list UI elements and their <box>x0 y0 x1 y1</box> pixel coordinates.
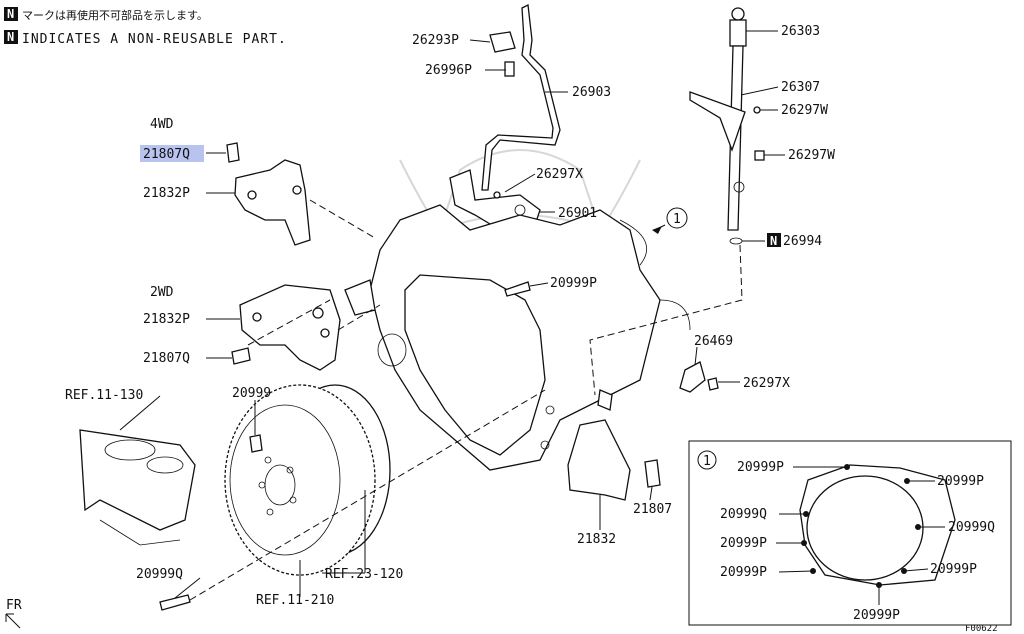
fr-arrow-icon <box>5 613 21 629</box>
front-direction-indicator: FR <box>5 598 22 629</box>
detail-label-l3[interactable]: 20999P <box>720 565 767 580</box>
detail-label-l1[interactable]: 20999Q <box>720 507 767 522</box>
detail-frame <box>688 440 1012 626</box>
part-label-26996P[interactable]: 26996P <box>425 63 472 78</box>
group-label-2wd: 2WD <box>150 285 174 300</box>
part-label-26297X-a[interactable]: 26297X <box>536 167 583 182</box>
callout-number: 1 <box>673 212 681 227</box>
highlight-marker <box>140 145 204 162</box>
part-label-26297W-b[interactable]: 26297W <box>788 148 835 163</box>
part-label-21807[interactable]: 21807 <box>633 502 672 517</box>
bracket-26469 <box>679 361 719 393</box>
part-label-26901[interactable]: 26901 <box>558 206 597 221</box>
transmission-case <box>344 204 691 471</box>
figure-code: F00622 <box>965 624 998 634</box>
legend-japanese: マークは再使用不可部品を示します。 <box>22 8 208 22</box>
badge-letter: N <box>7 7 14 21</box>
badge-letter: N <box>770 234 777 248</box>
engine-block-ref <box>79 429 196 546</box>
mount-4wd <box>226 142 311 246</box>
part-label-20999[interactable]: 20999 <box>232 386 271 401</box>
mount-2wd <box>231 284 341 371</box>
ref-label-11-130[interactable]: REF.11-130 <box>65 388 143 403</box>
non-reusable-badge-jp <box>4 7 18 21</box>
detail-callout-number: 1 <box>703 454 711 469</box>
part-label-26303[interactable]: 26303 <box>781 24 820 39</box>
part-label-26297X-b[interactable]: 26297X <box>743 376 790 391</box>
part-label-20999Q[interactable]: 20999Q <box>136 567 183 582</box>
drive-plate <box>224 384 391 576</box>
bolt-20999P <box>504 281 531 297</box>
detail-label-r2[interactable]: 20999P <box>930 562 977 577</box>
detail-callout-1: 1 <box>652 207 688 234</box>
bolt-20999Q <box>159 594 191 611</box>
part-label-20999P[interactable]: 20999P <box>550 276 597 291</box>
part-label-26293P[interactable]: 26293P <box>412 33 459 48</box>
legend: N マークは再使用不可部品を示します。 N INDICATES A NON-RE… <box>4 7 287 47</box>
part-label-21807Q-4wd[interactable]: 21807Q <box>143 147 190 162</box>
detail-label-tr[interactable]: 20999P <box>937 474 984 489</box>
ref-label-11-210[interactable]: REF.11-210 <box>256 593 334 608</box>
part-label-21807Q-2wd[interactable]: 21807Q <box>143 351 190 366</box>
detail-label-bottom[interactable]: 20999P <box>853 608 900 623</box>
detail-label-r1[interactable]: 20999Q <box>948 520 995 535</box>
part-label-21832P-2wd[interactable]: 21832P <box>143 312 190 327</box>
oil-pipe <box>481 4 561 191</box>
ref-label-23-120[interactable]: REF.23-120 <box>325 567 403 582</box>
part-label-26994[interactable]: 26994 <box>783 234 822 249</box>
part-label-26307[interactable]: 26307 <box>781 80 820 95</box>
part-labels: 4WD 21807Q 21832P 2WD 21832P 21807Q 2629… <box>65 24 998 634</box>
non-reusable-badge <box>767 233 781 247</box>
badge-letter: N <box>7 30 14 44</box>
legend-english: INDICATES A NON-REUSABLE PART. <box>22 32 287 47</box>
part-label-26903[interactable]: 26903 <box>572 85 611 100</box>
bracket-21832 <box>567 419 661 501</box>
part-label-26297W-a[interactable]: 26297W <box>781 103 828 118</box>
non-reusable-badge-en <box>4 30 18 44</box>
part-label-26469[interactable]: 26469 <box>694 334 733 349</box>
fr-label: FR <box>6 598 22 613</box>
part-label-21832P-4wd[interactable]: 21832P <box>143 186 190 201</box>
part-label-21832[interactable]: 21832 <box>577 532 616 547</box>
leader-lines <box>119 30 785 601</box>
detail-label-l2[interactable]: 20999P <box>720 536 767 551</box>
detail-inset: 1 20999P 20999P 20999Q 20999Q 20999P 209… <box>688 440 1012 626</box>
detail-label-tl[interactable]: 20999P <box>737 460 784 475</box>
group-label-4wd: 4WD <box>150 117 174 132</box>
oil-level-gauge-assembly <box>689 7 765 245</box>
